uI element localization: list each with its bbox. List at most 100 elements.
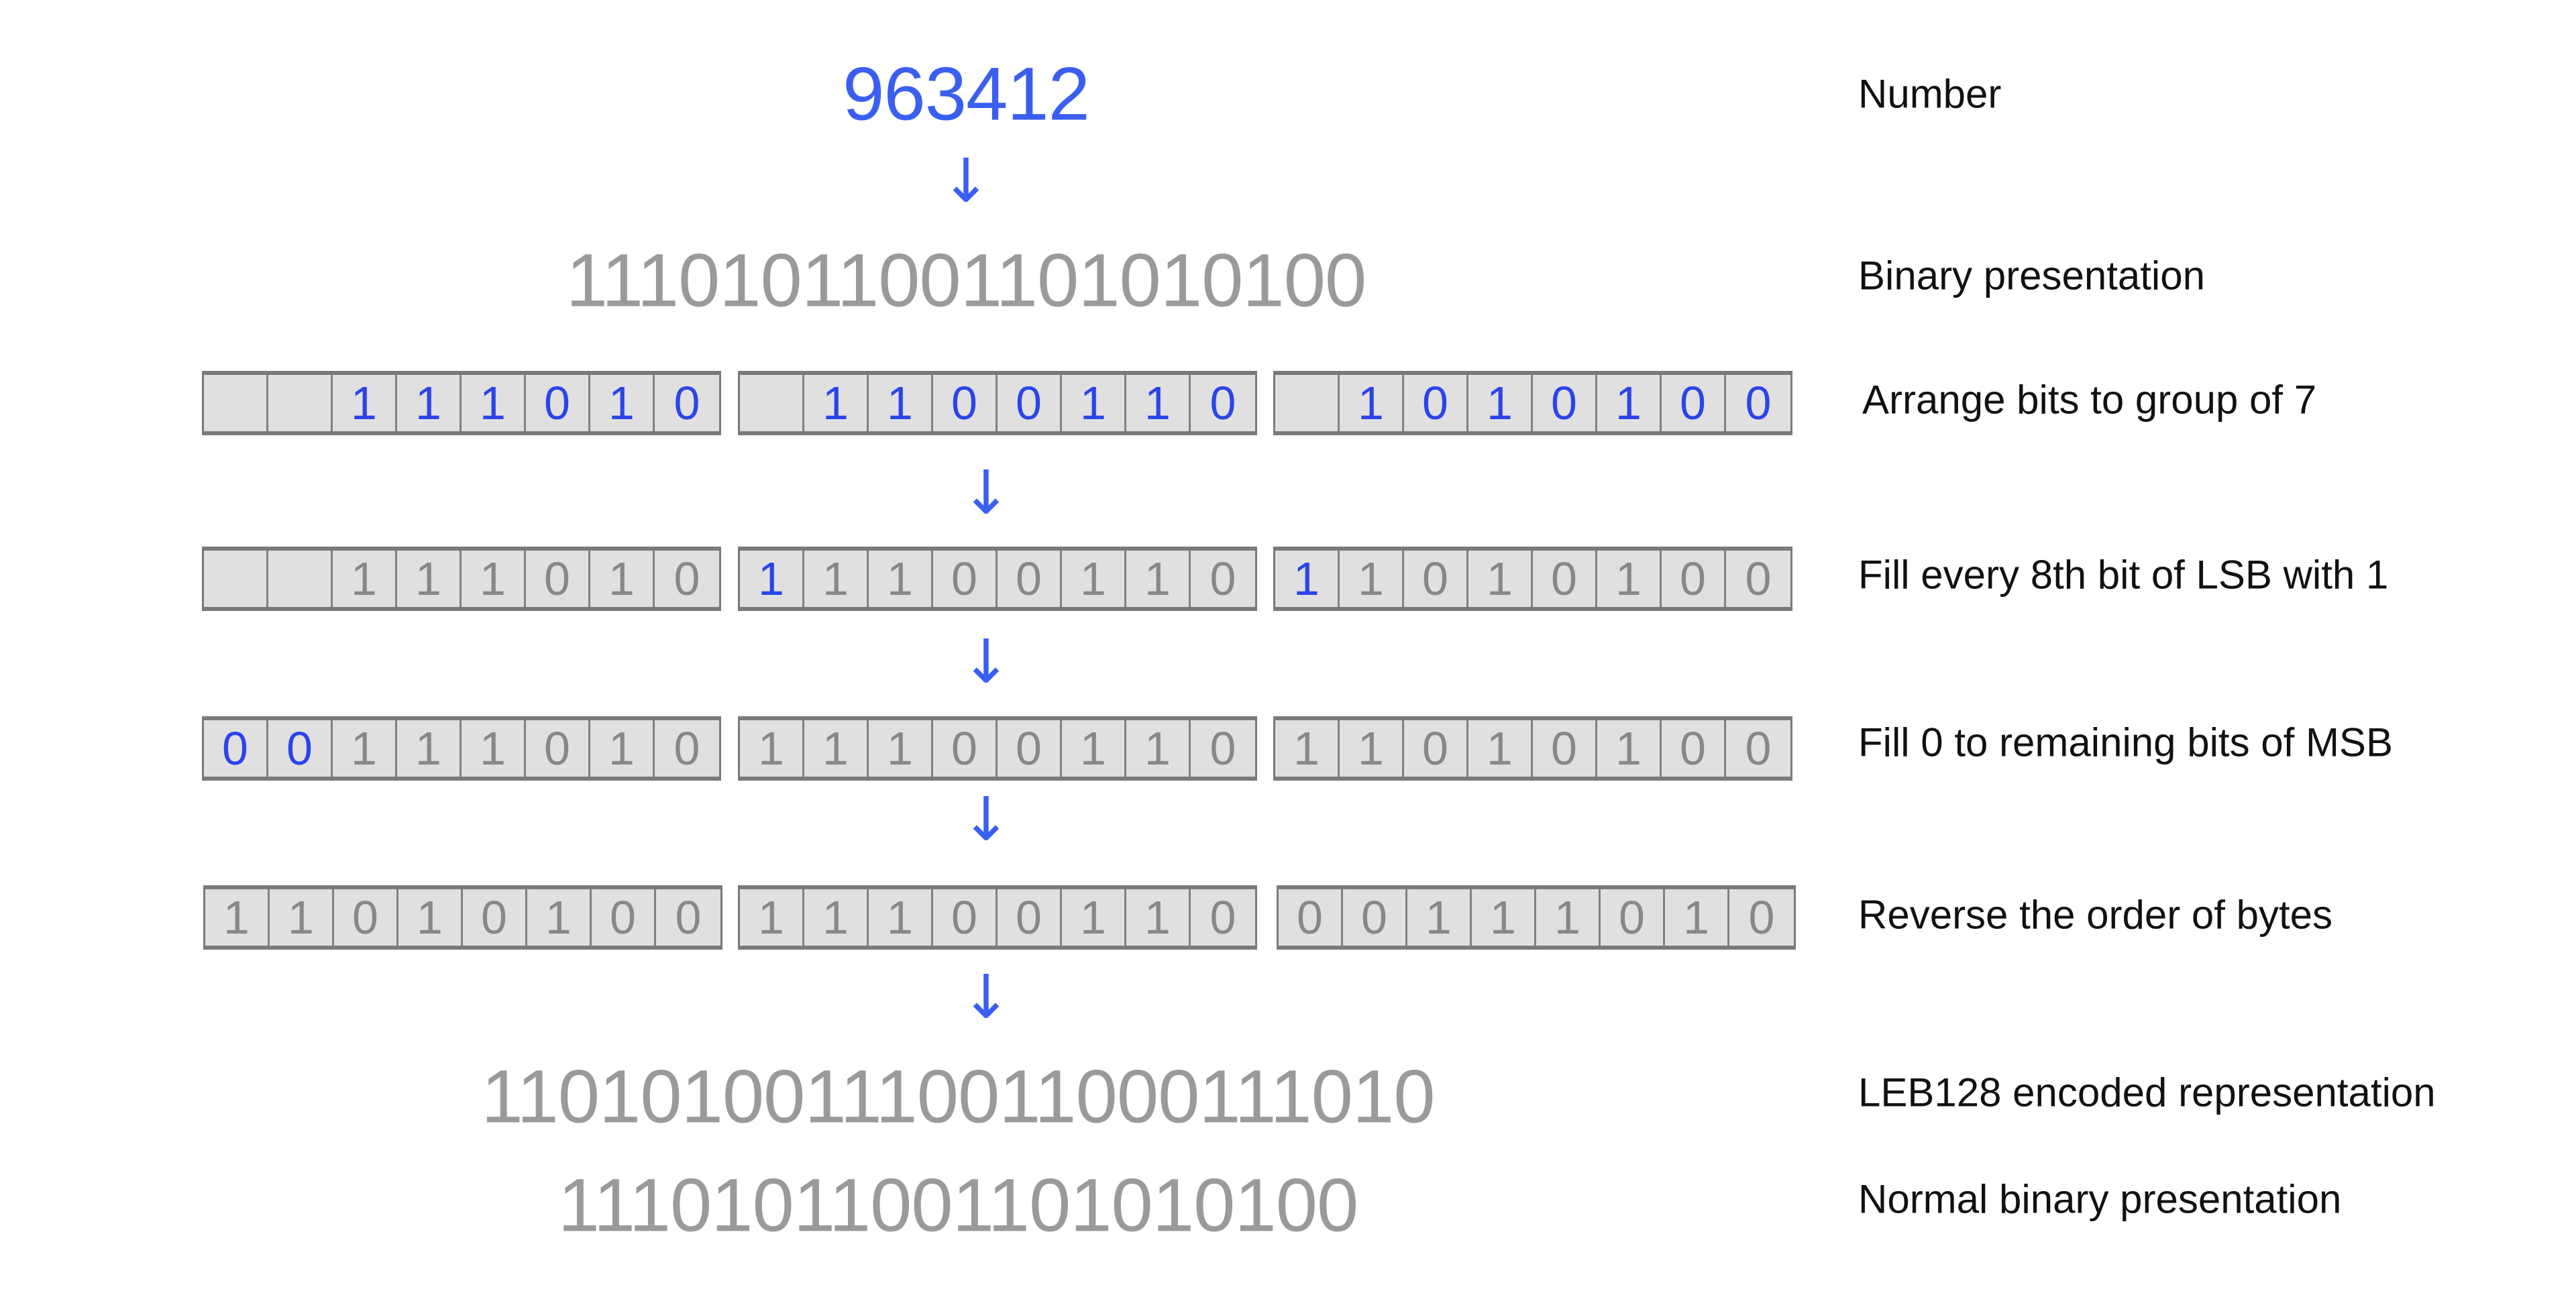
normal-binary-value: 11101011001101010100 <box>557 1163 1359 1247</box>
bit-cell: 0 <box>933 551 998 607</box>
arrow-down-icon: ↓ <box>941 146 991 217</box>
bit-cell: 1 <box>1407 889 1472 946</box>
bit-cell: 1 <box>1062 375 1126 431</box>
bit-cell: 1 <box>1665 889 1729 946</box>
bit-cell: 1 <box>1062 551 1126 607</box>
bit-cell: 0 <box>268 720 333 777</box>
bit-cell: 0 <box>933 889 998 946</box>
bit-cell <box>204 375 268 431</box>
bit-cell: 0 <box>463 889 527 946</box>
bit-cell: 1 <box>869 375 933 431</box>
label-leb128: LEB128 encoded representation <box>1858 1070 2436 1115</box>
bit-cell: 1 <box>1275 720 1340 777</box>
bit-cell: 0 <box>674 553 700 605</box>
label-group: Arrange bits to group of 7 <box>1862 377 2317 423</box>
bit-cell: 0 <box>1404 375 1468 431</box>
bit-cell: 1 <box>462 720 526 777</box>
bit-cell <box>268 375 333 431</box>
bit-cell: 0 <box>998 889 1062 946</box>
bit-cell: 1 <box>397 551 462 607</box>
label-fill-msb: Fill 0 to remaining bits of MSB <box>1858 720 2393 765</box>
bit-cell: 1 <box>590 375 655 431</box>
bit-cell: 1 <box>1597 375 1662 431</box>
bit-cell: 0 <box>1533 720 1597 777</box>
label-fill-lsb: Fill every 8th bit of LSB with 1 <box>1858 552 2389 598</box>
bit-cell: 0 <box>674 377 700 429</box>
bit-cell: 1 <box>1126 551 1191 607</box>
bit-cell: 0 <box>526 720 590 777</box>
bit-cell: 1 <box>205 889 270 946</box>
bit-cell: 1 <box>1062 720 1126 777</box>
bit-cell: 0 <box>933 720 998 777</box>
bit-cell: 1 <box>740 889 804 946</box>
bit-cell: 1 <box>740 551 804 607</box>
bit-cell: 1 <box>398 889 463 946</box>
bit-cell: 0 <box>998 551 1062 607</box>
bit-cell: 1 <box>1126 889 1191 946</box>
bit-cell: 0 <box>1404 551 1468 607</box>
bit-cell: 1 <box>869 720 933 777</box>
label-normal: Normal binary presentation <box>1858 1176 2342 1222</box>
bit-cell: 1 <box>804 889 869 946</box>
bit-cell: 1 <box>397 720 462 777</box>
bit-cell: 0 <box>998 375 1062 431</box>
bit-cell: 1 <box>333 720 397 777</box>
arrow-down-icon: ↓ <box>961 457 1012 528</box>
bit-cell: 1 <box>1468 375 1533 431</box>
bit-cell: 0 <box>1210 891 1236 944</box>
bit-cell: 1 <box>1472 889 1536 946</box>
bit-cell: 0 <box>1533 551 1597 607</box>
bit-cell: 0 <box>933 375 998 431</box>
bit-cell: 1 <box>1126 720 1191 777</box>
bit-cell: 1 <box>1340 551 1404 607</box>
bit-cell: 1 <box>462 375 526 431</box>
leb128-value: 110101001110011000111010 <box>481 1054 1435 1139</box>
bit-cell: 1 <box>1536 889 1601 946</box>
bit-cell: 0 <box>1748 891 1775 944</box>
bit-cell: 1 <box>804 551 869 607</box>
bit-cell: 1 <box>1468 551 1533 607</box>
bit-cell: 1 <box>1340 720 1404 777</box>
bit-cell: 0 <box>1745 553 1772 605</box>
bit-cell: 0 <box>526 375 590 431</box>
bit-cell: 0 <box>1662 375 1726 431</box>
label-reverse: Reverse the order of bytes <box>1858 892 2333 938</box>
bit-cell: 0 <box>1279 889 1343 946</box>
bit-cell: 1 <box>869 551 933 607</box>
label-binary: Binary presentation <box>1858 253 2205 298</box>
bit-cell: 1 <box>1275 551 1340 607</box>
bit-cell: 1 <box>740 720 804 777</box>
bit-cell: 0 <box>1210 553 1236 605</box>
bit-cell: 1 <box>1340 375 1404 431</box>
bit-cell: 0 <box>1210 377 1236 429</box>
bit-cell: 1 <box>1597 720 1662 777</box>
bit-cell: 0 <box>526 551 590 607</box>
bit-cell: 0 <box>334 889 398 946</box>
bit-cell: 0 <box>1210 722 1236 775</box>
bit-cell: 0 <box>1662 551 1726 607</box>
bit-cell: 0 <box>675 891 702 944</box>
bit-cell: 1 <box>1468 720 1533 777</box>
bit-cell: 0 <box>674 722 700 775</box>
bit-cell: 1 <box>869 889 933 946</box>
bit-cell <box>204 551 268 607</box>
bit-cell: 0 <box>1601 889 1665 946</box>
binary-value: 11101011001101010100 <box>566 238 1367 323</box>
label-number: Number <box>1858 71 2002 117</box>
bit-cell: 0 <box>1533 375 1597 431</box>
arrow-down-icon: ↓ <box>961 784 1012 855</box>
bit-cell: 1 <box>590 720 655 777</box>
bit-cell: 1 <box>1597 551 1662 607</box>
bit-cell: 1 <box>270 889 334 946</box>
number-value: 963412 <box>843 52 1090 136</box>
bit-cell <box>740 375 804 431</box>
bit-cell: 1 <box>590 551 655 607</box>
